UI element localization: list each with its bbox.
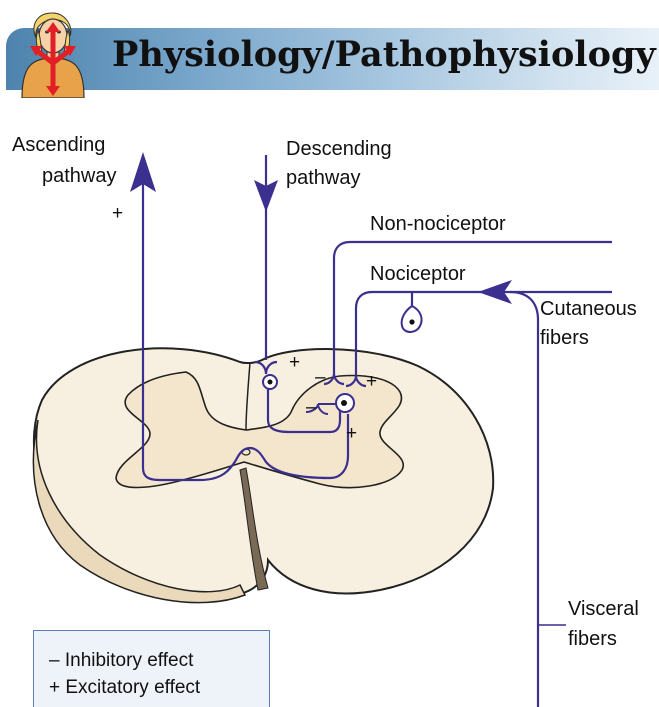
visceral-label-line2: fibers: [568, 627, 617, 651]
legend-box: – Inhibitory effect + Excitatory effect: [33, 630, 270, 707]
ascending-label-line1: Ascending: [12, 133, 105, 157]
descending-label-line2: pathway: [286, 166, 361, 190]
legend-inhibitory: – Inhibitory effect: [49, 650, 193, 672]
interneuron-minus-sign: –: [306, 398, 317, 418]
descending-label-line1: Descending: [286, 137, 392, 161]
visceral-label-line1: Visceral: [568, 597, 639, 621]
non-nociceptor-label: Non-nociceptor: [370, 212, 506, 236]
legend-excitatory: + Excitatory effect: [49, 677, 200, 699]
ascending-label-line2: pathway: [42, 164, 117, 188]
cutaneous-label-line1: Cutaneous: [540, 297, 637, 321]
nociceptor-label: Nociceptor: [370, 262, 466, 286]
visceral-fiber: [510, 292, 538, 707]
interneuron-plus-sign: +: [346, 424, 357, 444]
nociceptor-plus-sign: +: [366, 372, 377, 392]
ascending-plus-sign: +: [112, 204, 123, 224]
ganglion-cell: [402, 306, 422, 332]
descending-minus-sign: –: [315, 368, 326, 388]
cutaneous-label-line2: fibers: [540, 326, 589, 350]
descending-plus-sign: +: [289, 353, 300, 373]
